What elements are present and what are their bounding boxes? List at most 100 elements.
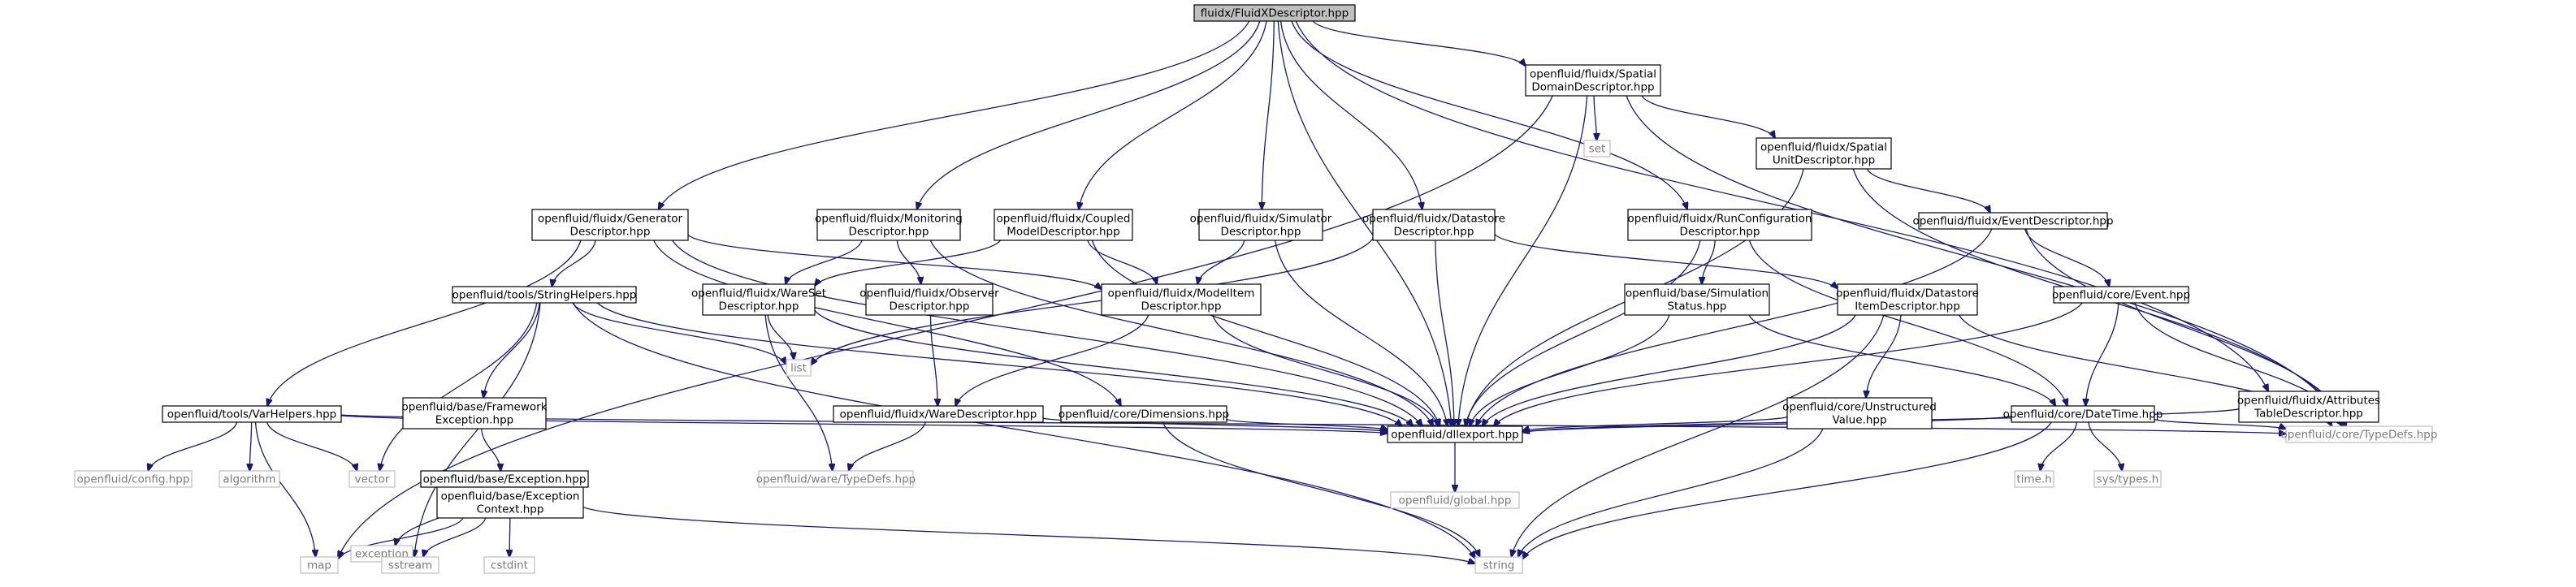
node-label: openfluid/fluidx/Datastore <box>1362 213 1505 226</box>
edge-root-to-simulator <box>1262 20 1275 209</box>
node-label: TableDescriptor.hpp <box>2253 408 2363 421</box>
edge-generator-to-modelitem <box>687 235 1102 290</box>
node-dllexport[interactable]: openfluid/dllexport.hpp <box>1387 425 1523 443</box>
node-box <box>162 405 342 423</box>
node-box <box>1060 405 1227 423</box>
edge-root-to-coupled <box>1079 20 1267 209</box>
node-box <box>994 209 1133 241</box>
node-datetime[interactable]: openfluid/core/DateTime.hpp <box>2003 405 2163 423</box>
node-label: openfluid/fluidx/RunConfiguration <box>1628 213 1812 226</box>
node-label: ModelDescriptor.hpp <box>1007 226 1119 239</box>
node-label: Descriptor.hpp <box>890 300 970 313</box>
node-box <box>2238 391 2379 423</box>
node-label: vector <box>355 473 390 486</box>
node-box <box>74 470 193 488</box>
node-dsitem[interactable]: openfluid/fluidx/DatastoreItemDescriptor… <box>1836 283 1979 316</box>
node-coupled[interactable]: openfluid/fluidx/CoupledModelDescriptor.… <box>994 209 1133 241</box>
edge-simulator-to-modelitem <box>1197 240 1245 284</box>
node-baseexception[interactable]: openfluid/base/Exception.hpp <box>420 470 589 488</box>
node-label: time.h <box>2016 473 2051 486</box>
node-label: openfluid/fluidx/EventDescriptor.hpp <box>1912 215 2113 228</box>
node-label: Descriptor.hpp <box>849 226 929 239</box>
edge-wareset-to-waretypedefs <box>764 314 832 471</box>
edge-datastore-to-dllexport <box>1435 240 1454 426</box>
node-box <box>483 556 535 574</box>
node-box <box>2053 286 2189 304</box>
edge-runconfig-to-datetime <box>1748 240 2067 406</box>
edge-dimensions-to-dllexport <box>1226 419 1388 430</box>
node-box <box>1474 556 1523 574</box>
node-box <box>1624 283 1770 316</box>
edge-datastore-to-list <box>811 238 1374 365</box>
node-cstdint: cstdint <box>483 556 535 574</box>
edge-root-to-attrtable <box>1295 20 2268 391</box>
node-spatialunit[interactable]: openfluid/fluidx/SpatialUnitDescriptor.h… <box>1756 137 1892 170</box>
node-label: fluidx/FluidXDescriptor.hpp <box>1201 7 1349 20</box>
node-label: Descriptor.hpp <box>719 300 799 313</box>
node-dimensions[interactable]: openfluid/core/Dimensions.hpp <box>1059 405 1229 423</box>
node-label: openfluid/global.hpp <box>1399 494 1512 507</box>
node-label: sys/types.h <box>2097 473 2159 486</box>
node-label: Descriptor.hpp <box>570 226 651 239</box>
node-waredesc[interactable]: openfluid/fluidx/WareDescriptor.hpp <box>833 405 1044 423</box>
node-label: set <box>1589 143 1606 156</box>
node-label: Exception.hpp <box>435 414 513 427</box>
node-label: openfluid/fluidx/Attributes <box>2237 395 2380 408</box>
node-label: Descriptor.hpp <box>1221 226 1301 239</box>
node-label: openfluid/fluidx/Spatial <box>1760 141 1887 154</box>
edge-runconfig-to-dllexport <box>1466 240 1701 426</box>
edge-stringhelpers-to-dllexport <box>596 302 1402 426</box>
node-box <box>436 486 584 519</box>
node-label: Context.hpp <box>477 503 544 516</box>
node-label: openfluid/fluidx/Monitoring <box>815 213 963 226</box>
node-event[interactable]: openfluid/core/Event.hpp <box>2052 286 2190 304</box>
node-stringhelpers[interactable]: openfluid/tools/StringHelpers.hpp <box>452 286 637 304</box>
node-attrtable[interactable]: openfluid/fluidx/AttributesTableDescript… <box>2237 391 2380 423</box>
node-label: Status.hpp <box>1667 300 1726 313</box>
edge-root-to-spatialdomain <box>1312 20 1526 66</box>
node-eventdesc[interactable]: openfluid/fluidx/EventDescriptor.hpp <box>1912 212 2114 230</box>
node-box <box>1387 425 1523 443</box>
node-box <box>758 470 914 488</box>
edge-monitoring-to-dllexport <box>929 240 1433 426</box>
edge-spatialunit-to-eventdesc <box>1866 168 1990 213</box>
node-label: openfluid/fluidx/ModelItem <box>1108 287 1255 300</box>
node-monitoring[interactable]: openfluid/fluidx/MonitoringDescriptor.hp… <box>815 209 963 241</box>
edge-simulator-to-dllexport <box>1274 240 1448 426</box>
node-box <box>2093 470 2162 488</box>
node-runconfig[interactable]: openfluid/fluidx/RunConfigurationDescrip… <box>1627 209 1812 241</box>
edge-datetime-to-systypes <box>2088 421 2122 471</box>
edge-datastore-to-dsitem <box>1494 234 1838 289</box>
node-root[interactable]: fluidx/FluidXDescriptor.hpp <box>1193 4 1356 22</box>
node-label: algorithm <box>223 473 275 486</box>
edge-wareset-to-list <box>767 314 794 360</box>
node-box <box>349 470 396 488</box>
edge-waredesc-to-waretypedefs <box>849 421 926 471</box>
node-spatialdomain[interactable]: openfluid/fluidx/SpatialDomainDescriptor… <box>1525 64 1661 97</box>
edge-datetime-to-coretypedefs <box>2154 418 2286 429</box>
node-label: sstream <box>388 559 432 572</box>
node-box <box>452 286 637 304</box>
node-label: openfluid/core/Event.hpp <box>2052 289 2190 302</box>
edge-simstatus-to-datetime <box>1748 314 2055 406</box>
node-label: openfluid/fluidx/Datastore <box>1836 287 1979 300</box>
edge-varhelpers-to-algorithm <box>249 421 251 471</box>
node-label: openfluid/tools/VarHelpers.hpp <box>167 408 336 421</box>
edge-dimensions-to-string <box>1162 421 1480 557</box>
node-label: Descriptor.hpp <box>1141 300 1222 313</box>
edge-spatialdomain-to-coretypedefs <box>1626 95 2341 426</box>
node-vector: vector <box>349 470 396 488</box>
edge-observer-to-waredesc <box>929 314 938 406</box>
edge-root-to-datastore <box>1279 20 1422 209</box>
node-varhelpers[interactable]: openfluid/tools/VarHelpers.hpp <box>162 405 342 423</box>
